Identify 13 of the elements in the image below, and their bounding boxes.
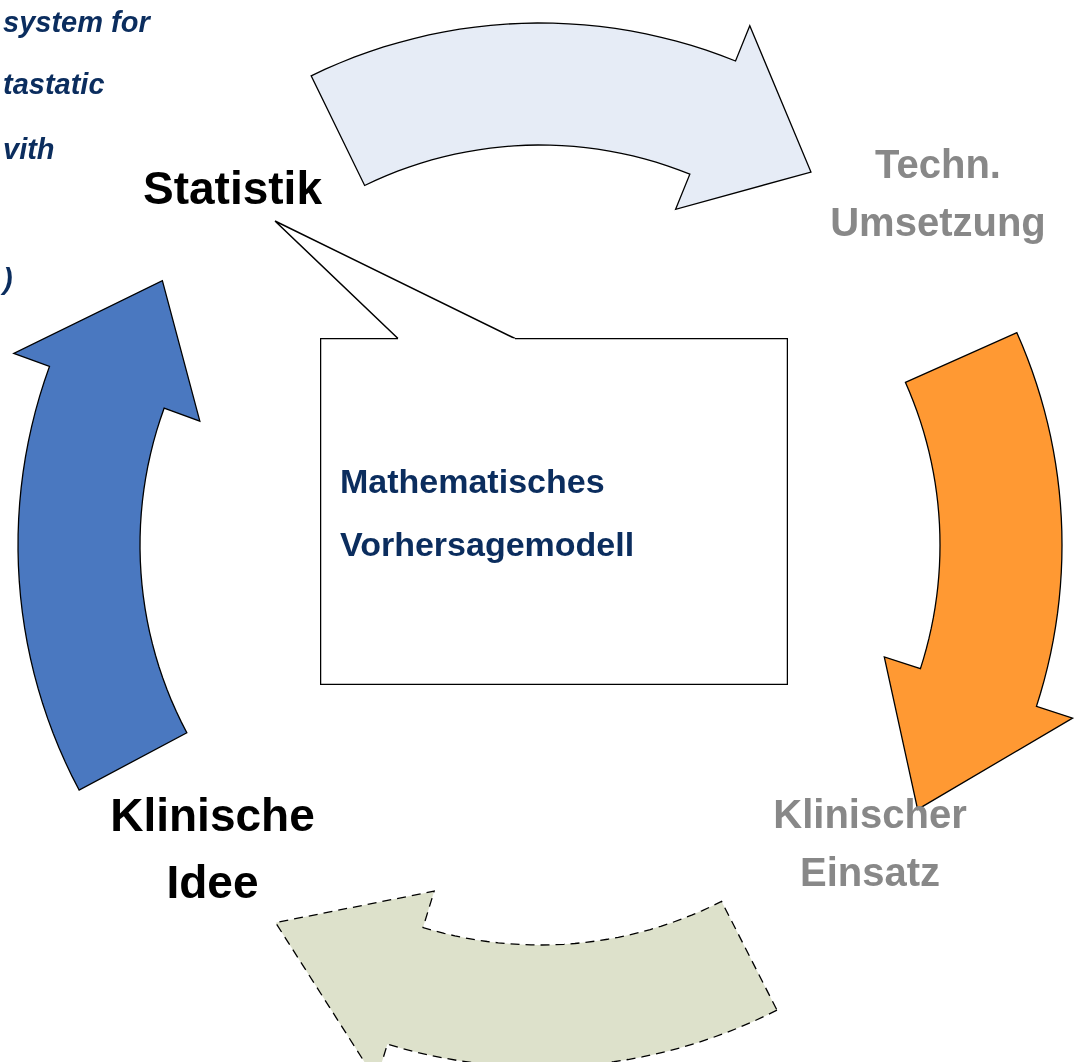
cropped-text: vith [2,133,56,166]
cropped-text: tastatic [2,68,106,101]
callout-box [320,338,788,685]
stage-label: Techn. Umsetzung [829,141,1047,246]
cropped-text: system for [2,6,152,39]
curved-arrow [274,890,778,1062]
stage-label: Statistik [142,161,323,216]
stage-label: Klinischer Einsatz [772,791,968,896]
callout-text: Mathematisches Vorhersagemodell [340,461,636,565]
callout-pointer [274,220,516,340]
stage-label: Klinische Idee [109,788,316,910]
cropped-text: ) [0,263,21,296]
curved-arrow [12,279,201,791]
